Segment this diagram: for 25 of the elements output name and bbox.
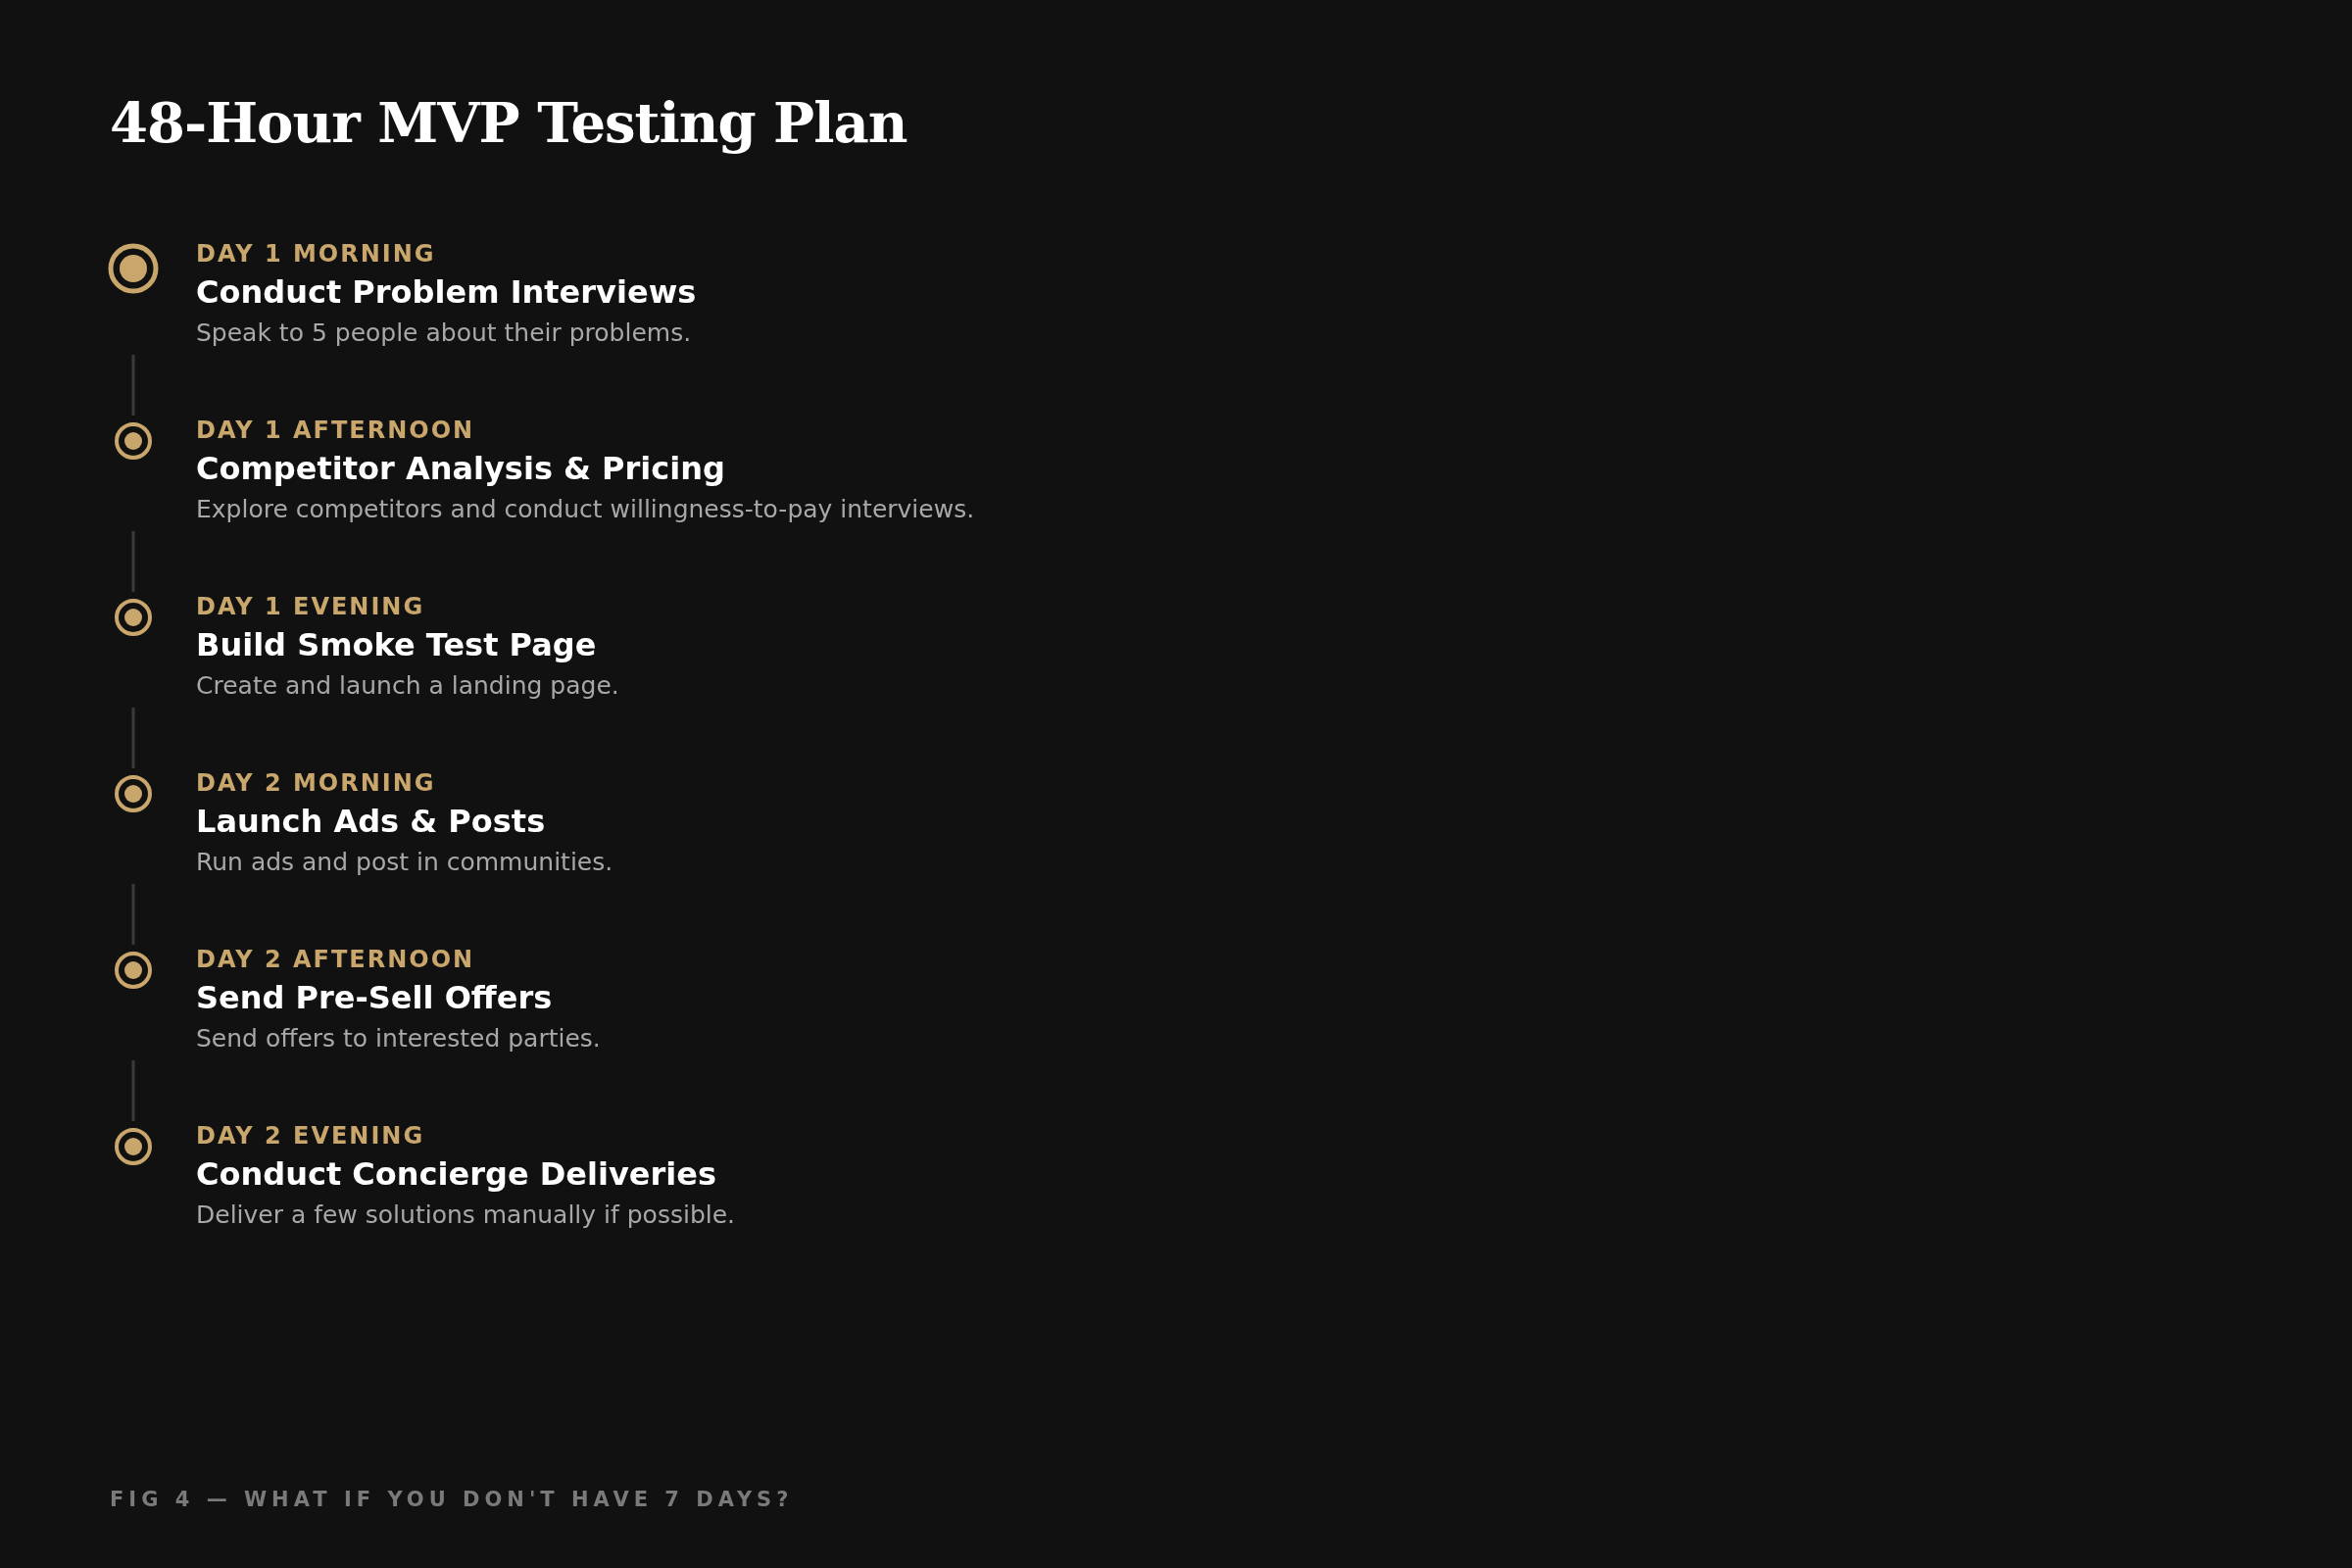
step-description: Deliver a few solutions manually if possible. bbox=[196, 1200, 736, 1231]
time-label: DAY 2 MORNING bbox=[196, 768, 437, 798]
time-label: DAY 2 EVENING bbox=[196, 1121, 426, 1151]
step-title: Build Smoke Test Page bbox=[196, 625, 598, 665]
connector-line bbox=[131, 531, 135, 592]
step-title: Conduct Concierge Deliveries bbox=[196, 1154, 718, 1195]
time-label: DAY 1 MORNING bbox=[196, 239, 437, 269]
step-title: Competitor Analysis & Pricing bbox=[196, 449, 726, 489]
time-label: DAY 2 AFTERNOON bbox=[196, 945, 476, 974]
step-title: Send Pre-Sell Offers bbox=[196, 978, 554, 1018]
connector-line bbox=[131, 355, 135, 416]
step-title: Conduct Problem Interviews bbox=[196, 272, 697, 313]
step-description: Explore competitors and conduct willingness-to-pay interviews. bbox=[196, 494, 975, 525]
step-description: Run ads and post in communities. bbox=[196, 847, 613, 878]
step-description: Create and launch a landing page. bbox=[196, 670, 619, 702]
connector-line bbox=[131, 1060, 135, 1121]
diagram-title: 48-Hour MVP Testing Plan bbox=[110, 90, 907, 155]
time-label: DAY 1 EVENING bbox=[196, 592, 426, 621]
figure-caption: FIG 4 — WHAT IF YOU DON'T HAVE 7 DAYS? bbox=[110, 1488, 794, 1511]
step-description: Send offers to interested parties. bbox=[196, 1023, 601, 1054]
connector-line bbox=[131, 708, 135, 768]
time-label: DAY 1 AFTERNOON bbox=[196, 416, 476, 445]
connector-line bbox=[131, 884, 135, 945]
step-title: Launch Ads & Posts bbox=[196, 802, 547, 842]
step-description: Speak to 5 people about their problems. bbox=[196, 318, 693, 349]
